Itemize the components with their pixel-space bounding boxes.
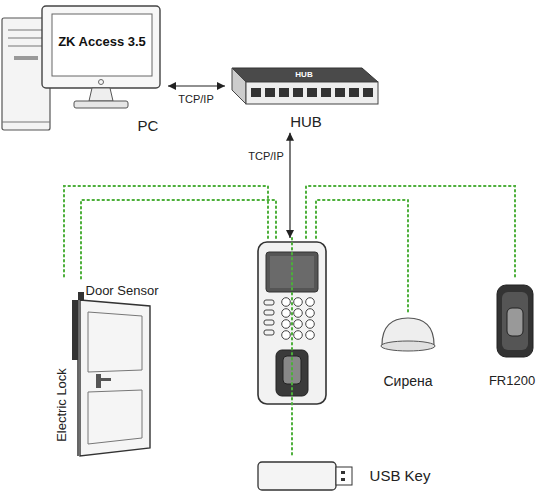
door bbox=[72, 292, 150, 456]
pc-monitor-part bbox=[42, 6, 160, 88]
wire-link bbox=[81, 200, 276, 280]
keypad-part bbox=[306, 331, 315, 340]
pc-tower-part bbox=[8, 30, 44, 31]
network-link bbox=[168, 85, 225, 86]
hub-ports-part bbox=[335, 88, 345, 97]
pc-tower-part bbox=[8, 46, 44, 47]
usb-node: USB Key bbox=[254, 455, 444, 495]
hub-ports-part bbox=[265, 88, 275, 97]
keypad-part bbox=[294, 331, 303, 340]
keypad-part bbox=[306, 320, 315, 329]
node-label: USB Key bbox=[370, 467, 431, 484]
hub-ports-part bbox=[279, 88, 289, 97]
node-caption: Electric Lock bbox=[55, 368, 70, 442]
siren-part bbox=[381, 341, 435, 351]
keypad-part bbox=[294, 298, 303, 307]
siren-node: Сирена bbox=[374, 314, 442, 392]
pc-monitor-part bbox=[52, 14, 152, 76]
hub-ports-part bbox=[321, 88, 331, 97]
door-part bbox=[96, 374, 101, 388]
door-node: Door SensorElectric Lock bbox=[50, 280, 162, 458]
pc-monitor bbox=[42, 6, 160, 108]
node-label: ZK Access 3.5 bbox=[58, 35, 146, 50]
edge-label: TCP/IP bbox=[176, 93, 215, 106]
hub-device bbox=[232, 68, 378, 104]
access-terminal-part bbox=[264, 330, 274, 335]
pc-monitor-part bbox=[74, 101, 128, 108]
node-label: Door Sensor bbox=[86, 284, 159, 299]
keypad-part bbox=[294, 320, 303, 329]
keypad-part bbox=[282, 298, 291, 307]
keypad-part bbox=[282, 320, 291, 329]
usb-key-part bbox=[258, 462, 336, 490]
usb-key-part bbox=[336, 467, 352, 485]
door-part bbox=[101, 378, 111, 381]
node-caption: PC bbox=[138, 117, 159, 134]
keypad-part bbox=[282, 331, 291, 340]
pc-node: ZK Access 3.5PC bbox=[0, 4, 168, 138]
pc-monitor-part bbox=[99, 80, 104, 85]
door-part bbox=[72, 300, 78, 360]
node-label: HUB bbox=[295, 70, 312, 79]
usb-key bbox=[258, 462, 352, 490]
hub-ports-part bbox=[349, 88, 359, 97]
hub-device-part bbox=[246, 82, 378, 104]
edge-label: TCP/IP bbox=[246, 150, 285, 163]
siren bbox=[381, 318, 435, 351]
door-part bbox=[77, 300, 79, 456]
wire-link bbox=[316, 200, 408, 314]
wire-link bbox=[306, 186, 515, 280]
hub-ports-part bbox=[293, 88, 303, 97]
reader-node: FR1200 bbox=[486, 280, 537, 390]
fr1200-reader-part bbox=[507, 308, 523, 336]
hub-device-part bbox=[232, 68, 378, 82]
fr1200-reader-part bbox=[502, 292, 528, 350]
door-part bbox=[88, 390, 142, 444]
hub-ports-part bbox=[363, 88, 373, 97]
keypad bbox=[282, 298, 315, 340]
access-terminal-part bbox=[264, 310, 274, 315]
hub-node: HUB HUB bbox=[225, 62, 381, 133]
hub-ports-part bbox=[307, 88, 317, 97]
fr1200-reader-part bbox=[497, 285, 533, 357]
keypad-part bbox=[306, 309, 315, 318]
terminal-node bbox=[254, 238, 330, 408]
fr1200-reader bbox=[497, 285, 533, 357]
pc-tower-part bbox=[8, 38, 44, 39]
hub-device-part bbox=[232, 68, 246, 104]
door-part bbox=[80, 300, 150, 456]
keypad-part bbox=[282, 309, 291, 318]
keypad-part bbox=[306, 298, 315, 307]
pc-tower-part bbox=[2, 122, 50, 123]
usb-key-part bbox=[341, 471, 345, 474]
door-part bbox=[78, 292, 84, 300]
hub-ports-part bbox=[251, 88, 261, 97]
door-part bbox=[88, 312, 142, 372]
hub-ports bbox=[251, 88, 373, 97]
usb-key-part bbox=[341, 478, 345, 481]
keypad-part bbox=[294, 309, 303, 318]
network-link bbox=[289, 133, 290, 238]
node-label: Сирена bbox=[383, 373, 432, 389]
access-terminal-part bbox=[264, 300, 274, 305]
node-label: FR1200 bbox=[489, 374, 535, 389]
pc-tower-part bbox=[14, 56, 38, 60]
access-terminal-part bbox=[264, 320, 274, 325]
wire-link bbox=[291, 238, 293, 455]
node-caption: HUB bbox=[290, 113, 322, 130]
pc-monitor-part bbox=[89, 88, 113, 101]
